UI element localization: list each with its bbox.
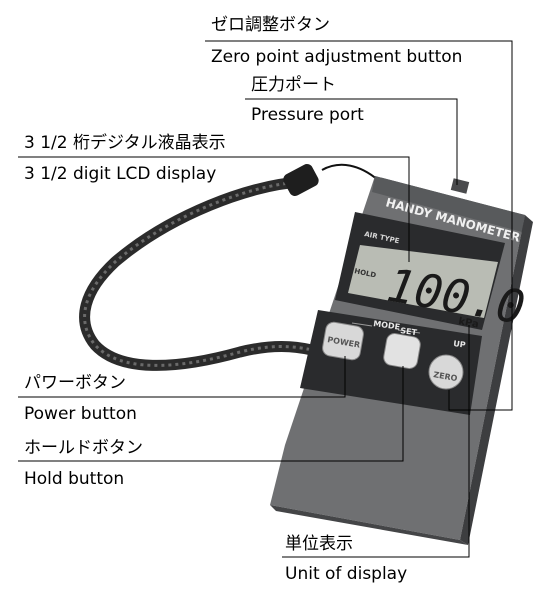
zero-button-label-en: Zero point adjustment button bbox=[211, 47, 463, 67]
unit-leader-line bbox=[282, 325, 470, 558]
unit-label-ja: 単位表示 bbox=[285, 534, 353, 554]
mode-label: MODE bbox=[373, 319, 401, 332]
up-label: UP bbox=[453, 339, 467, 350]
set-label: SET bbox=[400, 326, 418, 337]
zero-key-label: ZERO bbox=[433, 370, 459, 383]
power-leader-line bbox=[18, 356, 346, 398]
leader-lines bbox=[18, 40, 513, 558]
unit-label-en: Unit of display bbox=[285, 564, 408, 584]
lcd-label-ja: 3 1/2 桁デジタル液晶表示 bbox=[24, 133, 226, 153]
pressure-port-nozzle bbox=[450, 178, 470, 194]
port-leader-line bbox=[245, 98, 458, 185]
hold-button[interactable] bbox=[382, 332, 421, 369]
zero-button-label-ja: ゼロ調整ボタン bbox=[211, 15, 330, 35]
lcd-bezel bbox=[335, 212, 505, 330]
hold-button-label-ja: ホールドボタン bbox=[24, 438, 143, 458]
hold-button-label-en: Hold button bbox=[24, 469, 125, 489]
power-button-label-en: Power button bbox=[24, 404, 137, 424]
power-button-label-ja: パワーボタン bbox=[24, 373, 126, 393]
pressure-port-label-en: Pressure port bbox=[251, 105, 364, 125]
power-button[interactable] bbox=[321, 321, 364, 361]
wrist-strap bbox=[79, 163, 379, 371]
lcd-leader-line bbox=[18, 156, 410, 262]
lcd-label-en: 3 1/2 digit LCD display bbox=[24, 164, 217, 184]
unit-indicator: kPa bbox=[457, 316, 479, 330]
pressure-port-label-ja: 圧力ポート bbox=[251, 75, 336, 95]
lcd-display bbox=[348, 245, 498, 318]
zero-button[interactable] bbox=[428, 354, 464, 390]
hold-leader-line bbox=[18, 366, 404, 462]
zero-leader-line bbox=[205, 40, 513, 411]
